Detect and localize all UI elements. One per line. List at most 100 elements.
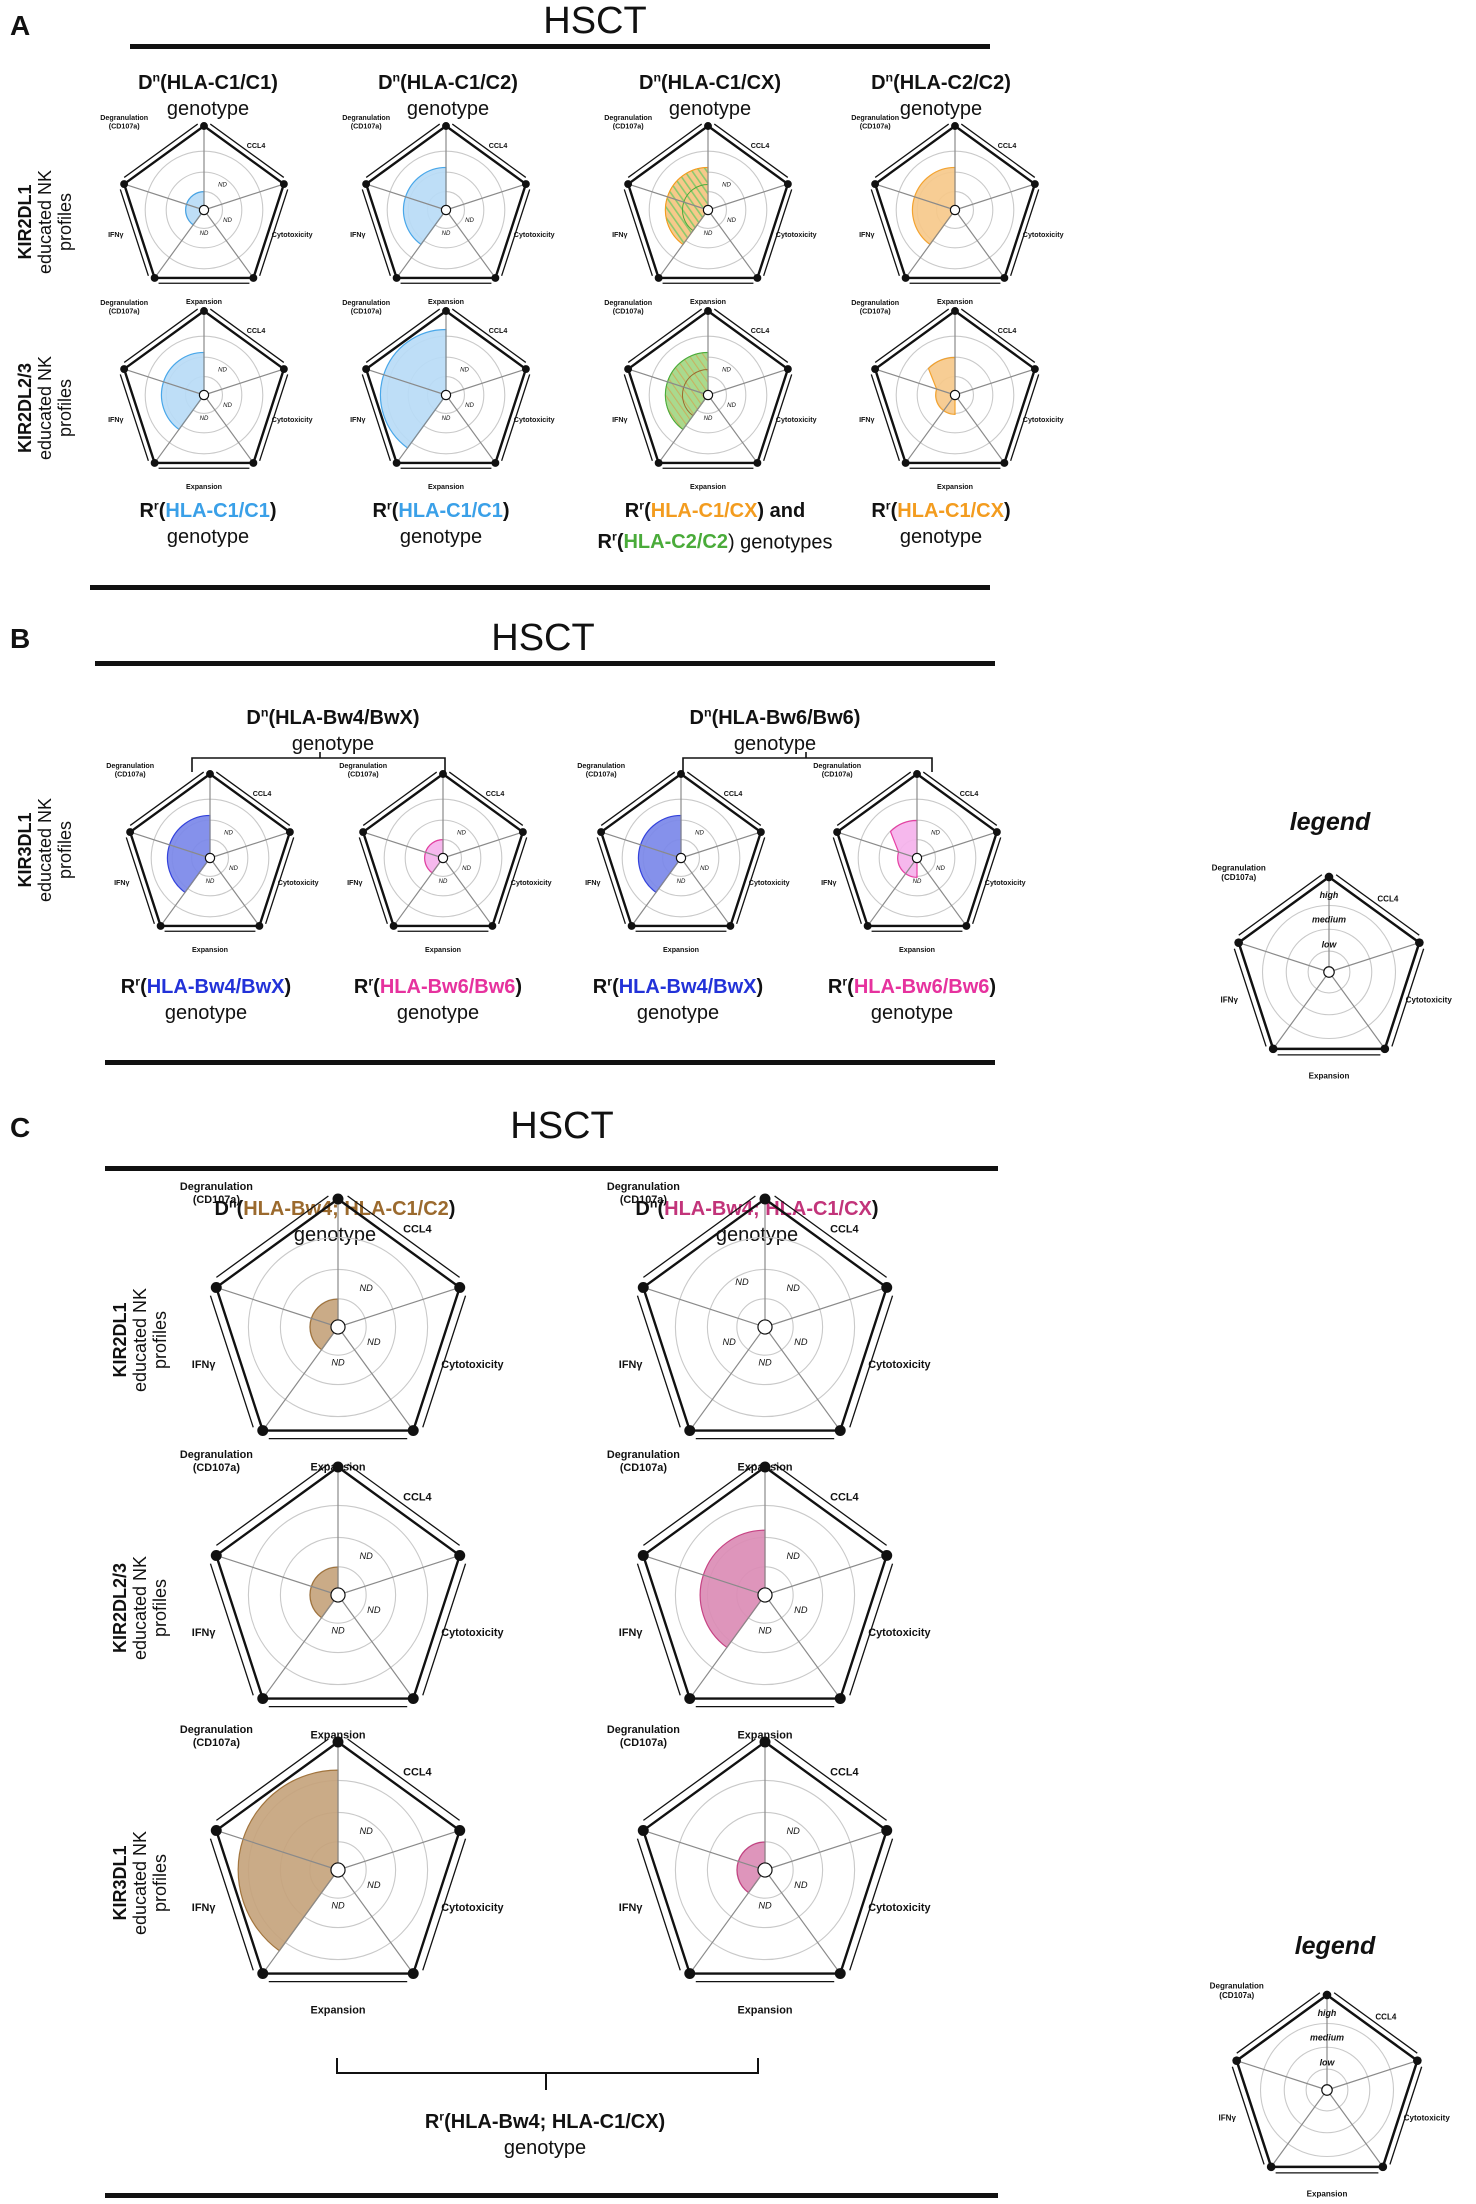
radar-outer-edge	[422, 1838, 467, 1971]
axis-label-ifng: IFNγ	[1219, 2113, 1237, 2122]
radar-spoke	[365, 183, 447, 211]
radar-vertex-dot	[1000, 274, 1009, 282]
radar-spoke	[160, 857, 211, 927]
radar-outer-edge	[627, 123, 703, 178]
radar-spoke	[643, 1286, 766, 1328]
radar-spoke	[1236, 2060, 1328, 2091]
legend-level-low: low	[1322, 939, 1338, 949]
radar-spoke	[1238, 942, 1330, 973]
nd-label: ND	[722, 1337, 736, 1347]
radar-vertex-dot	[783, 365, 792, 373]
radar-vertex-dot	[759, 1193, 771, 1205]
radar-pentagon	[215, 1740, 461, 1975]
radar-a-r2c2: Degranulation(CD107a)CCL4CytotoxicityExp…	[342, 299, 554, 491]
radar-outer-edge	[686, 771, 762, 826]
axis-label-cytotoxicity: Cytotoxicity	[514, 416, 555, 424]
radar-vertex-dot	[392, 274, 401, 282]
radar-vertex-dot	[210, 1281, 222, 1293]
radar-spoke	[123, 183, 205, 211]
radar-center	[675, 852, 687, 864]
axis-label-ccl4: CCL4	[403, 1766, 431, 1778]
nd-label: ND	[229, 866, 238, 872]
axis-label-cytotoxicity: Cytotoxicity	[278, 879, 319, 887]
radar-vertex-dot	[951, 122, 959, 130]
nd-label: ND	[913, 879, 922, 885]
radar-center	[440, 389, 452, 401]
radar-vertex-dot	[392, 459, 401, 467]
radar-spoke	[1326, 2060, 1418, 2091]
radar-vertex-dot	[362, 180, 371, 188]
radar-vertex-dot	[624, 180, 633, 188]
radar-vertex-dot	[257, 1693, 269, 1705]
radar-outer-edge	[123, 308, 199, 363]
radar-vertex-dot	[637, 1281, 649, 1293]
radar-spoke	[836, 831, 918, 859]
axis-label-cd107a: (CD107a)	[613, 123, 645, 131]
radar-vertex-dot	[704, 122, 712, 130]
radar-pentagon	[364, 309, 528, 465]
radar-vertex-dot	[249, 459, 258, 467]
radar-outer-edge	[125, 837, 155, 925]
radar-pentagon	[128, 772, 292, 928]
axis-label-degranulation: Degranulation	[106, 762, 154, 770]
radar-center	[330, 1319, 346, 1335]
axis-label-cytotoxicity: Cytotoxicity	[441, 1627, 503, 1639]
radar-b-r1c2: Degranulation(CD107a)CCL4CytotoxicityExp…	[339, 762, 551, 954]
axis-label-cd107a: (CD107a)	[109, 123, 141, 131]
radar-pentagon	[364, 124, 528, 280]
axis-label-expansion: Expansion	[738, 1729, 793, 1741]
axis-label-ifng: IFNγ	[192, 1627, 216, 1639]
radar-outer-edge	[636, 1295, 681, 1428]
radar-vertex-dot	[389, 922, 398, 930]
radar-spoke	[905, 394, 956, 464]
axis-label-cd107a: (CD107a)	[613, 308, 645, 316]
panel-b-bracket-2	[682, 752, 933, 772]
nd-label: ND	[465, 403, 474, 409]
radar-outer-edge	[600, 771, 676, 826]
radar-vertex-dot	[332, 1736, 344, 1748]
nd-label: ND	[465, 218, 474, 224]
axis-label-expansion: Expansion	[428, 298, 464, 306]
radar-center	[949, 204, 961, 216]
axis-label-cytotoxicity: Cytotoxicity	[1404, 2113, 1451, 2122]
legend-level-low: low	[1320, 2057, 1336, 2067]
radar-outer-edge	[259, 374, 289, 462]
radar-spoke	[393, 857, 444, 927]
radar-outer-edge	[347, 1738, 460, 1821]
radar-vertex-dot	[704, 307, 712, 315]
radar-outer-edge	[501, 189, 531, 277]
panel-b-bottom-rule	[105, 1060, 995, 1065]
radar-vertex-dot	[1378, 2162, 1388, 2172]
radar-vertex-dot	[1324, 872, 1334, 882]
radar-vertex-dot	[992, 828, 1001, 836]
axis-label-cytotoxicity: Cytotoxicity	[1023, 231, 1064, 239]
axis-label-degranulation: Degranulation	[604, 114, 652, 122]
axis-label-ifng: IFNγ	[1221, 995, 1239, 1004]
radar-spoke	[631, 857, 682, 927]
radar-profile-sector	[927, 356, 956, 415]
nd-label: ND	[218, 367, 227, 373]
panel-b-bracket-1	[191, 752, 446, 772]
radar-center	[757, 1862, 773, 1878]
radar-outer-edge	[623, 374, 653, 462]
axis-label-cd107a: (CD107a)	[193, 1737, 241, 1749]
radar-vertex-dot	[150, 459, 159, 467]
axis-label-cytotoxicity: Cytotoxicity	[776, 416, 817, 424]
radar-outer-edge	[265, 837, 295, 925]
radar-vertex-dot	[1268, 1044, 1278, 1054]
axis-label-cd107a: (CD107a)	[193, 1194, 241, 1206]
axis-label-cytotoxicity: Cytotoxicity	[514, 231, 555, 239]
nd-label: ND	[359, 1826, 373, 1836]
radar-vertex-dot	[491, 459, 500, 467]
radar-outer-edge	[623, 189, 653, 277]
radar-pentagon	[122, 124, 286, 280]
radar-outer-edge	[836, 771, 912, 826]
radar-outer-edge	[129, 771, 205, 826]
radar-center	[757, 1319, 773, 1335]
radar-profile-sector	[637, 814, 682, 894]
legend-title-c: legend	[1294, 1932, 1376, 1960]
radar-outer-edge	[347, 1195, 460, 1278]
radar-outer-edge	[1010, 189, 1040, 277]
